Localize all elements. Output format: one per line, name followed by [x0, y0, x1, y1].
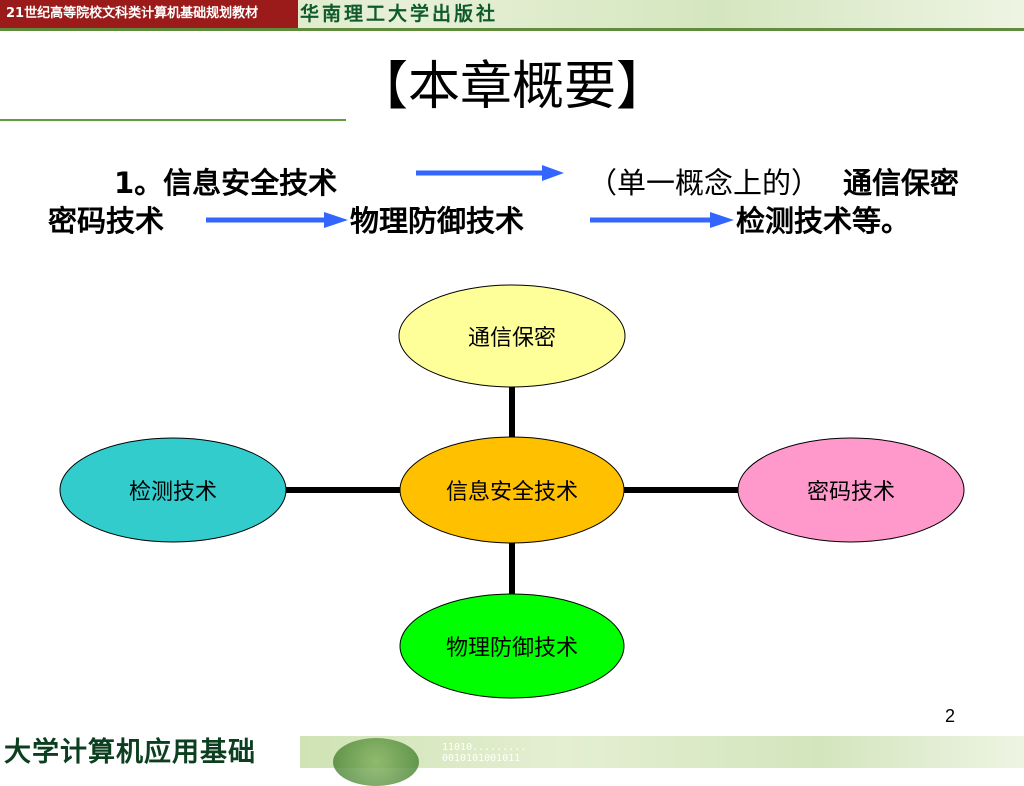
node-left-shape	[59, 437, 287, 543]
overview-item3: 物理防御技术	[350, 204, 525, 238]
node-top: 通信保密	[398, 284, 626, 388]
page-number: 2	[945, 706, 956, 726]
arrow-2	[206, 212, 348, 228]
overview-item4: 检测技术等。	[736, 204, 911, 238]
title-underline	[0, 119, 346, 121]
overview-item1: 通信保密	[843, 166, 960, 200]
node-left: 检测技术	[59, 437, 287, 543]
node-right-shape	[737, 437, 965, 543]
node-center-label: 信息安全技术	[446, 480, 578, 505]
overview-item1-qualifier: （单一概念上的）	[588, 166, 821, 200]
node-top-label: 通信保密	[468, 326, 556, 351]
node-right-label: 密码技术	[807, 480, 895, 505]
decorative-globe-icon	[333, 738, 419, 786]
node-bottom-shape	[399, 593, 625, 699]
overview-item2: 密码技术	[48, 204, 165, 238]
top-divider	[0, 28, 1024, 31]
arrow-3-head	[710, 212, 734, 228]
concept-diagram: 通信保密 信息安全技术 检测技术 密码技术 物理防御技术	[59, 284, 965, 699]
node-bottom: 物理防御技术	[399, 593, 625, 699]
course-title: 大学计算机应用基础	[4, 737, 256, 768]
decorative-binary-text: 11010......... 0010101001011	[442, 742, 526, 764]
overview-lead: 1。信息安全技术	[114, 166, 338, 200]
binary-line-2: 0010101001011	[442, 753, 521, 764]
node-left-label: 检测技术	[129, 480, 217, 505]
publisher-name: 华南理工大学出版社	[300, 3, 499, 25]
node-bottom-label: 物理防御技术	[446, 636, 578, 661]
node-right: 密码技术	[737, 437, 965, 543]
bottom-banner	[0, 736, 1024, 768]
node-top-shape	[398, 284, 626, 388]
binary-line-1: 11010.........	[442, 742, 527, 753]
arrow-1-head	[542, 165, 564, 181]
slide-title: 【本章概要】	[355, 57, 668, 117]
node-center: 信息安全技术	[399, 436, 625, 544]
arrow-3	[590, 212, 734, 228]
arrow-1	[416, 165, 564, 181]
arrow-2-head	[324, 212, 348, 228]
series-label: 21世纪高等院校文科类计算机基础规划教材	[0, 0, 298, 28]
node-center-shape	[399, 436, 625, 544]
